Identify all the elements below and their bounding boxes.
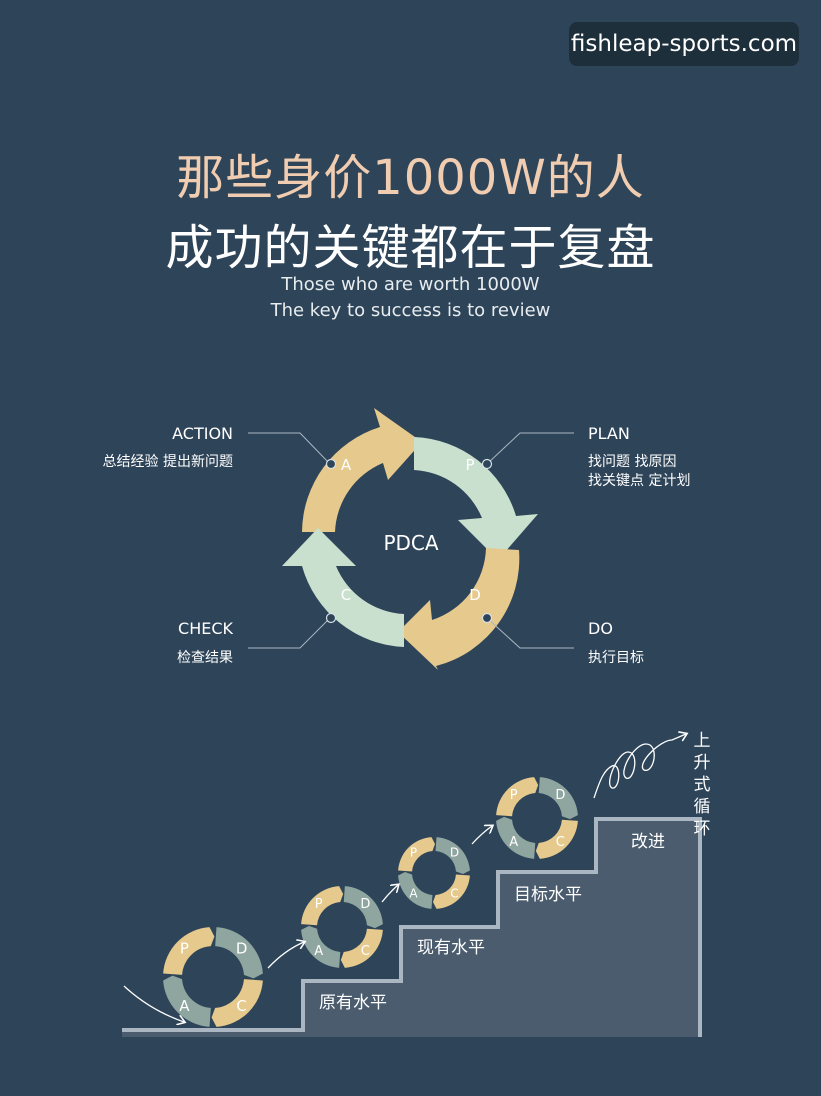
cycle-letter-a: A	[341, 456, 352, 474]
ring-1-segment-c	[211, 979, 263, 1027]
ring-2-letter-p: P	[315, 897, 323, 912]
check-dot	[325, 612, 337, 624]
cycle-letter-p: P	[465, 456, 474, 474]
plan-desc-1: 找问题 找原因	[588, 454, 676, 470]
leader-lines	[248, 432, 574, 649]
small-pdca-rings: P D C A P D C A P D C A P D C A	[163, 777, 578, 1027]
upward-cycle-label: 上 升 式 循 环	[694, 731, 711, 839]
ring-3-letter-c: C	[450, 887, 458, 901]
ring-1-segment-d	[215, 927, 263, 979]
ring-3-segment-c	[432, 874, 470, 909]
ring-2-segment-d	[343, 886, 383, 929]
check-title: CHECK	[178, 619, 233, 638]
small-pdca-ring-4: P D C A	[496, 777, 578, 859]
small-pdca-ring-2: P D C A	[301, 886, 383, 968]
ring-4-segment-c	[535, 819, 578, 859]
ring-1-segment-p	[163, 927, 215, 975]
plan-arrow	[414, 437, 538, 560]
upward-char-3: 式	[694, 775, 711, 795]
small-pdca-ring-3: P D C A	[398, 837, 470, 909]
ring-2-segment-p	[301, 886, 344, 926]
upward-char-4: 循	[694, 797, 711, 817]
arrow-ring2-ring3	[381, 885, 398, 903]
cycle-letter-c: C	[341, 586, 351, 604]
staircase-edge	[122, 817, 702, 1037]
ring-4-letter-d: D	[555, 788, 565, 803]
plan-title: PLAN	[588, 424, 630, 443]
ring-2-segment-c	[340, 928, 383, 968]
ring-3-segment-a	[398, 871, 433, 909]
action-title: ACTION	[172, 424, 233, 443]
progress-arrows	[123, 734, 686, 1022]
action-arrow	[302, 408, 422, 532]
headline-line-2: 成功的关键都在于复盘	[165, 220, 656, 276]
ring-2-segment-a	[301, 925, 341, 968]
ring-3-letter-p: P	[410, 846, 417, 860]
upward-char-5: 环	[694, 819, 711, 839]
plan-dot	[481, 458, 493, 470]
ring-4-letter-c: C	[556, 835, 565, 850]
ring-4-letter-a: A	[509, 835, 518, 850]
action-desc: 总结经验 提出新问题	[103, 454, 233, 470]
ring-1-letter-p: P	[180, 940, 189, 958]
ring-3-segment-d	[435, 837, 470, 875]
ring-1-letter-d: D	[236, 940, 248, 958]
ring-3-segment-p	[398, 837, 436, 872]
step-target-label: 目标水平	[514, 885, 582, 905]
watermark: fishleap-sports.com	[569, 22, 799, 66]
do-dot	[481, 612, 493, 624]
step-improve-label: 改进	[631, 832, 665, 852]
arrow-ring3-ring4	[471, 826, 492, 845]
ring-3-letter-a: A	[409, 887, 418, 901]
headline-line-1: 那些身价1000W的人	[176, 150, 645, 206]
ring-2-letter-d: D	[360, 897, 370, 912]
ring-2-letter-a: A	[314, 944, 323, 959]
check-desc: 检查结果	[177, 650, 233, 666]
ring-2-letter-c: C	[361, 944, 370, 959]
arrow-ring1-ring2	[267, 942, 304, 969]
ring-4-segment-d	[538, 777, 578, 820]
upward-char-1: 上	[694, 731, 711, 751]
ring-4-segment-p	[496, 777, 539, 817]
check-arrow	[282, 528, 404, 647]
upward-char-2: 升	[694, 753, 711, 773]
do-desc: 执行目标	[588, 650, 644, 666]
do-title: DO	[588, 619, 613, 638]
action-dot	[325, 458, 337, 470]
cycle-letter-d: D	[469, 586, 481, 604]
pdca-cycle: PDCA A P D C ACTION 总结经验 提出新问题 PLAN 找问题 …	[103, 408, 690, 670]
ring-1-letter-a: A	[179, 997, 190, 1015]
do-arrow	[398, 548, 520, 670]
upward-spiral-arrow	[593, 734, 686, 799]
ring-4-segment-a	[496, 816, 536, 859]
small-pdca-ring-1: P D C A	[163, 927, 263, 1027]
staircase: 原有水平 现有水平 目标水平 改进	[122, 817, 702, 1037]
ring-4-letter-p: P	[510, 788, 518, 803]
entry-arrow	[123, 985, 184, 1022]
step-original-label: 原有水平	[319, 993, 387, 1013]
pdca-center-label: PDCA	[383, 531, 438, 555]
step-current-label: 现有水平	[417, 938, 485, 958]
ring-1-letter-c: C	[236, 997, 246, 1015]
ring-1-segment-a	[163, 975, 211, 1027]
plan-desc-2: 找关键点 定计划	[588, 473, 690, 489]
ring-3-letter-d: D	[450, 846, 459, 860]
subtitle-line-1: Those who are worth 1000W	[281, 274, 540, 295]
subtitle-line-2: The key to success is to review	[270, 300, 551, 321]
